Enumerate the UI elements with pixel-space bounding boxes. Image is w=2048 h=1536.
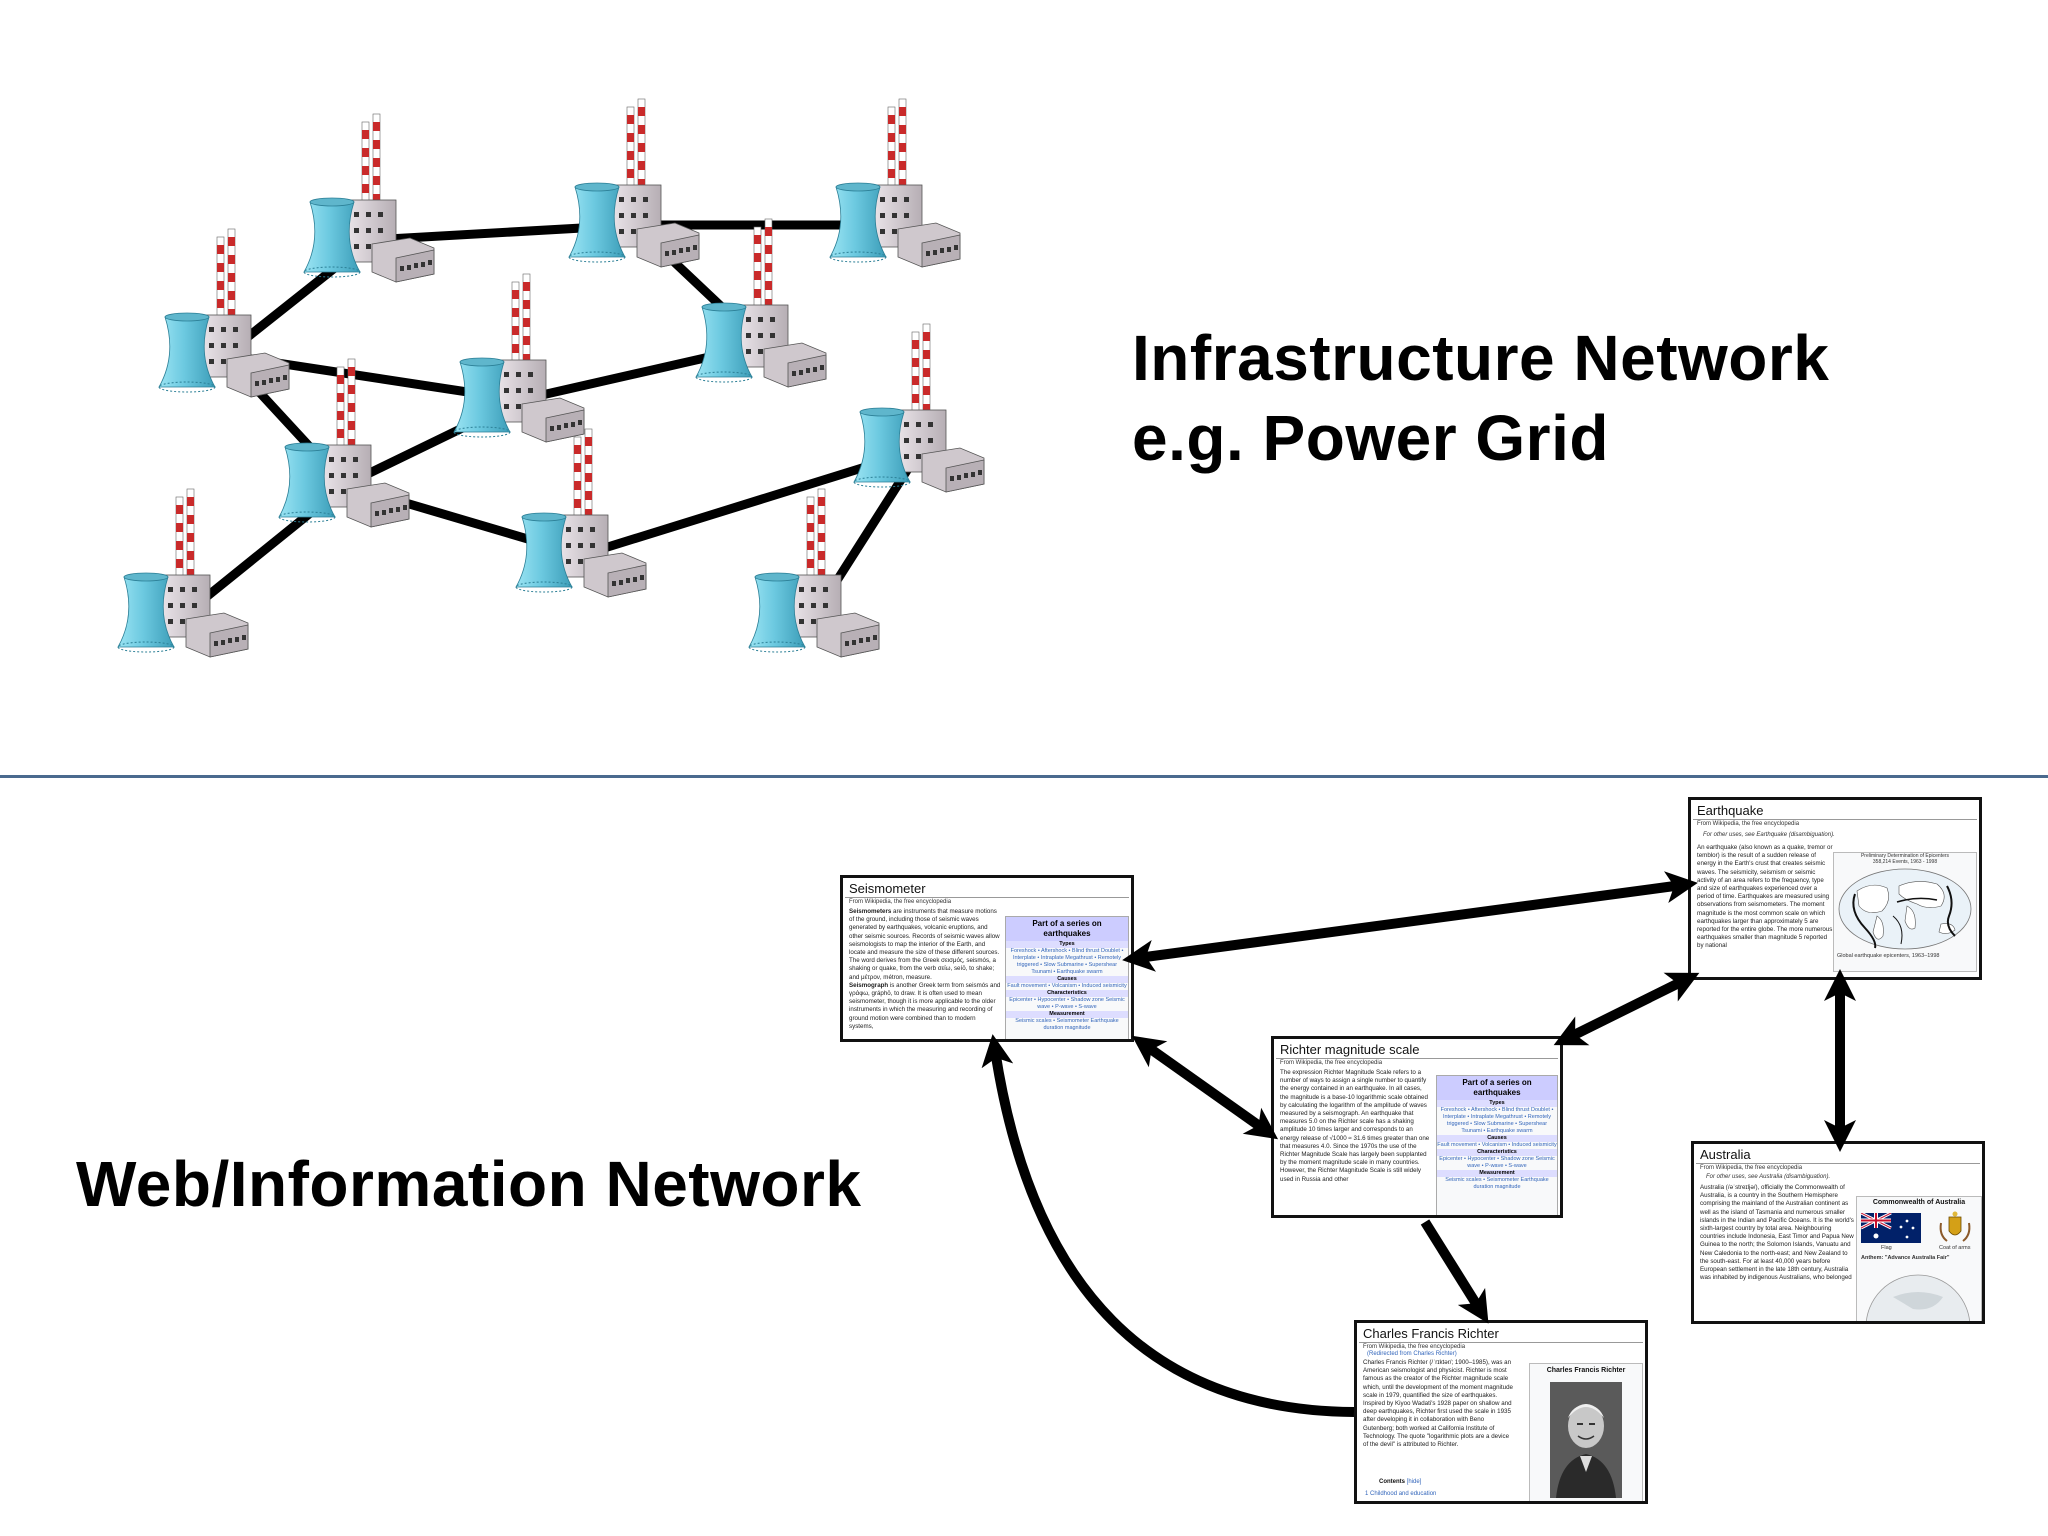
infobox-types-header: Types <box>1006 941 1128 948</box>
series-infobox: Part of a series on earthquakes Types Fo… <box>1005 916 1129 1039</box>
coat-of-arms-icon <box>1939 1211 1971 1242</box>
para3: is another Greek term from seismós and γ… <box>849 981 1001 1030</box>
infobox-causes: Fault movement • Volcanism • Induced sei… <box>1007 983 1127 989</box>
infobox-title: Commonwealth of Australia <box>1872 1199 1966 1206</box>
map-caption: Global earthquake epicenters, 1963–1998 <box>1837 953 1940 959</box>
map-title: Preliminary Determination of Epicenters <box>1860 853 1950 859</box>
wiki-page-seismometer[interactable]: Seismometer From Wikipedia, the free enc… <box>840 875 1134 1042</box>
infobox-meas-header: Measurement <box>1437 1170 1557 1177</box>
wiki-page-earthquake[interactable]: Earthquake From Wikipedia, the free ency… <box>1688 797 1982 980</box>
para1-bold: Seismometers <box>849 908 892 915</box>
para2: The word derives from the Greek σεισμός,… <box>849 957 996 981</box>
page-subtitle: From Wikipedia, the free encyclopedia <box>1363 1344 1466 1350</box>
power-plant-icon <box>695 218 827 388</box>
page-body: The expression Richter Magnitude Scale r… <box>1280 1069 1430 1183</box>
para3-bold: Seismograph <box>849 981 889 989</box>
flag-caption: Flag <box>1881 1245 1892 1251</box>
wiki-page-charles-richter[interactable]: Charles Francis Richter From Wikipedia, … <box>1354 1320 1648 1504</box>
hyperlink-arrow <box>1131 1035 1279 1140</box>
page-subtitle: From Wikipedia, the free encyclopedia <box>849 899 952 905</box>
page-title: Charles Francis Richter <box>1359 1323 1643 1343</box>
infobox-meas: Seismic scales • Seismometer Earthquake … <box>1015 1018 1119 1031</box>
country-infobox: Commonwealth of Australia Flag Coat of a… <box>1856 1196 1982 1321</box>
toc-item[interactable]: 1 Childhood and education <box>1365 1491 1437 1497</box>
hatnote: For other uses, see Earthquake (disambig… <box>1703 832 1835 838</box>
toc-hide-link[interactable]: [hide] <box>1406 1479 1422 1485</box>
page-subtitle: From Wikipedia, the free encyclopedia <box>1697 821 1800 827</box>
infobox-char-header: Characteristics <box>1437 1149 1557 1156</box>
title-line-1: Infrastructure Network <box>1132 322 1830 394</box>
hyperlink-arrow <box>1420 1219 1489 1324</box>
power-plant-icon <box>453 273 585 443</box>
power-plant-icon <box>158 228 290 398</box>
person-infobox: Charles Francis Richter <box>1529 1363 1643 1501</box>
hyperlink-arrow <box>1122 871 1698 972</box>
infobox-char-header: Characteristics <box>1006 990 1128 997</box>
infobox-types: Foreshock • Aftershock • Blind thrust Do… <box>1440 1107 1554 1134</box>
page-title: Australia <box>1696 1144 1980 1164</box>
infobox-title: Charles Francis Richter <box>1546 1367 1626 1374</box>
toc-title: Contents <box>1379 1479 1405 1485</box>
redirect-note: (Redirected from Charles Richter) <box>1367 1351 1457 1357</box>
infobox-types-header: Types <box>1437 1100 1557 1107</box>
infobox-causes-header: Causes <box>1437 1135 1557 1142</box>
page-title: Richter magnitude scale <box>1276 1039 1558 1059</box>
infobox-causes-header: Causes <box>1006 976 1128 983</box>
infobox-char: Epicenter • Hypocenter • Shadow zone Sei… <box>1439 1156 1555 1169</box>
power-plant-icon <box>303 113 435 283</box>
wiki-page-richter-scale[interactable]: Richter magnitude scale From Wikipedia, … <box>1271 1036 1563 1218</box>
page-title: Seismometer <box>845 878 1129 898</box>
wiki-page-australia[interactable]: Australia From Wikipedia, the free encyc… <box>1691 1141 1985 1324</box>
infobox-types: Foreshock • Aftershock • Blind thrust Do… <box>1010 948 1124 975</box>
web-network-title: Web/Information Network <box>76 1148 862 1220</box>
page-subtitle: From Wikipedia, the free encyclopedia <box>1700 1165 1803 1171</box>
page-body: An earthquake (also known as a quake, tr… <box>1697 844 1833 950</box>
page-body: Australia (/əˈstreɪljə/), officially the… <box>1700 1184 1854 1282</box>
portrait-photo <box>1550 1382 1622 1498</box>
hyperlink-arrow <box>1553 972 1700 1046</box>
globe-map-icon <box>1865 1274 1971 1321</box>
world-map-icon <box>1838 868 1972 950</box>
page-body: Charles Francis Richter (/ˈrɪktər/; 1900… <box>1363 1359 1513 1449</box>
infobox-meas-header: Measurement <box>1006 1011 1128 1018</box>
infobox-title: Part of a series on earthquakes <box>1437 1076 1557 1100</box>
section-divider <box>0 775 2048 778</box>
power-plant-icon <box>829 98 961 268</box>
anthem: Anthem: "Advance Australia Fair" <box>1861 1255 1950 1261</box>
power-plant-icon <box>515 428 647 598</box>
power-plant-icon <box>853 323 985 493</box>
power-plant-icon <box>117 488 249 658</box>
page-subtitle: From Wikipedia, the free encyclopedia <box>1280 1060 1383 1066</box>
series-infobox: Part of a series on earthquakes Types Fo… <box>1436 1075 1558 1215</box>
power-plant-icon <box>568 98 700 268</box>
australian-flag-icon <box>1861 1213 1921 1243</box>
power-grid-diagram <box>117 98 985 658</box>
infobox-causes: Fault movement • Volcanism • Induced sei… <box>1437 1142 1557 1148</box>
title-line-2: e.g. Power Grid <box>1132 402 1609 474</box>
toc-box: Contents [hide] 1 Childhood and educatio… <box>1365 1479 1436 1497</box>
hatnote: For other uses, see Australia (disambigu… <box>1706 1174 1831 1180</box>
coat-caption: Coat of arms <box>1939 1245 1971 1251</box>
infobox-meas: Seismic scales • Seismometer Earthquake … <box>1445 1177 1549 1190</box>
infobox-title: Part of a series on earthquakes <box>1006 917 1128 941</box>
power-plant-icon <box>748 488 880 658</box>
infrastructure-network-title: Infrastructure Network e.g. Power Grid <box>1132 318 1829 478</box>
page-title: Earthquake <box>1693 800 1977 820</box>
epicenter-map-figure: Preliminary Determination of Epicenters … <box>1833 852 1977 972</box>
para1: are instruments that measure motions of … <box>849 908 1000 957</box>
infobox-char: Epicenter • Hypocenter • Shadow zone Sei… <box>1009 997 1125 1010</box>
page-body: Seismometers are instruments that measur… <box>843 906 1007 1033</box>
map-subtitle: 358,214 Events, 1963 - 1998 <box>1872 859 1938 865</box>
